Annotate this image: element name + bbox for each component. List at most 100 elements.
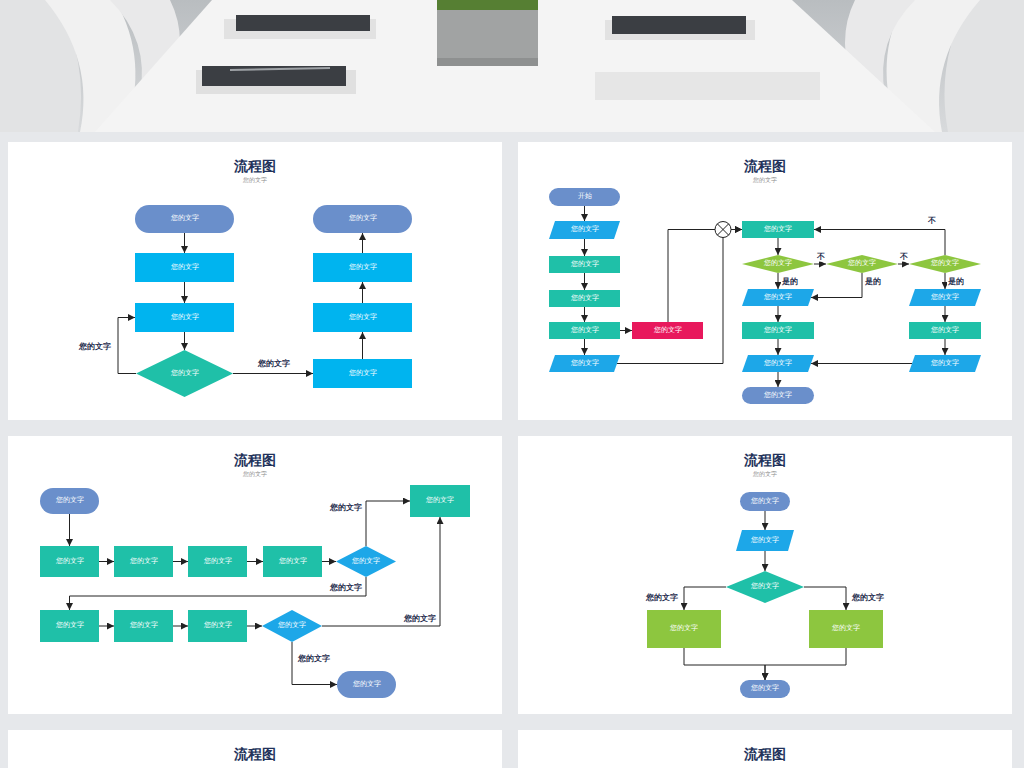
- decision-diamond: 您的文字: [136, 350, 233, 397]
- process-box: 您的文字: [742, 221, 814, 238]
- node-label: 您的文字: [56, 558, 84, 565]
- node-label: 您的文字: [751, 685, 779, 692]
- slide-subtitle: 您的文字: [243, 177, 267, 184]
- decision-diamond: 您的文字: [262, 610, 322, 642]
- terminal-pill: 开始: [549, 188, 620, 206]
- process-box: 您的文字: [549, 256, 620, 273]
- node-label: 您的文字: [670, 625, 698, 632]
- node-label: 您的文字: [931, 260, 959, 267]
- node-label: 您的文字: [571, 327, 599, 334]
- node-label: 您的文字: [931, 294, 959, 301]
- node-label: 您的文字: [751, 537, 779, 544]
- process-box: 您的文字: [40, 546, 99, 577]
- diamond-fill: [262, 610, 322, 642]
- flow-arrow: [620, 330, 632, 331]
- para-fill: [549, 355, 620, 372]
- slide-title: 流程图: [234, 453, 276, 468]
- node-label: 您的文字: [279, 558, 307, 565]
- terminal-pill: 您的文字: [740, 492, 790, 511]
- process-box: 您的文字: [40, 610, 99, 642]
- process-box: 您的文字: [549, 290, 620, 307]
- slide-panel: [518, 142, 1012, 420]
- node-label: 您的文字: [204, 558, 232, 565]
- slide-subtitle: 您的文字: [753, 471, 777, 478]
- para-fill: [909, 289, 981, 306]
- diamond-fill: [742, 255, 814, 273]
- edge-label: 不: [927, 217, 937, 226]
- node-label: 您的文字: [349, 314, 377, 322]
- flow-arrow: [814, 230, 945, 256]
- decision-diamond: 您的文字: [909, 255, 981, 273]
- flow-arrow: [765, 551, 766, 571]
- process-box: 您的文字: [742, 322, 814, 339]
- node-label: 您的文字: [204, 622, 232, 629]
- flow-arrow: [584, 339, 585, 355]
- decision-diamond: 您的文字: [826, 255, 898, 273]
- slide-panel: [8, 142, 502, 420]
- io-parallelogram: 您的文字: [549, 221, 620, 239]
- edge-label: 不: [899, 253, 909, 262]
- diamond-fill: [336, 546, 396, 577]
- process-box: 您的文字: [135, 253, 234, 282]
- node-label: 您的文字: [130, 558, 158, 565]
- process-box: 您的文字: [410, 485, 470, 517]
- flow-arrow: [778, 238, 779, 255]
- node-label: 您的文字: [571, 360, 599, 367]
- node-label: 您的文字: [56, 622, 84, 629]
- slide-title: 流程图: [744, 159, 786, 174]
- terminal-pill: 您的文字: [40, 488, 99, 514]
- flow-arrow: [898, 264, 909, 265]
- edge-label: 您的文字: [78, 343, 112, 352]
- io-parallelogram: 您的文字: [742, 289, 814, 306]
- flow-arrow: [322, 517, 440, 626]
- process-box: 您的文字: [549, 322, 620, 339]
- process-box: 您的文字: [809, 610, 883, 648]
- flow-arrow: [292, 642, 337, 685]
- process-box: 您的文字: [188, 610, 247, 642]
- flow-arrow: [584, 307, 585, 322]
- para-fill: [742, 355, 814, 372]
- process-box: 您的文字: [647, 610, 721, 648]
- office-photo: [0, 0, 1024, 132]
- decision-diamond: 您的文字: [726, 571, 804, 603]
- flow-arrow: [322, 561, 336, 562]
- flow-arrow: [814, 264, 826, 265]
- flow-arrow: [173, 626, 188, 627]
- slide-title: 流程图: [744, 747, 786, 762]
- node-label: 您的文字: [171, 264, 199, 272]
- flow-arrow: [811, 363, 912, 364]
- node-label: 您的文字: [278, 622, 306, 629]
- node-label: 您的文字: [931, 327, 959, 334]
- flow-arrow: [668, 230, 742, 323]
- node-label: 您的文字: [931, 360, 959, 367]
- edge-label: 是的: [947, 278, 965, 287]
- node-label: 您的文字: [571, 295, 599, 302]
- process-box: 您的文字: [313, 253, 412, 282]
- node-label: 您的文字: [171, 215, 199, 223]
- io-parallelogram: 您的文字: [909, 355, 981, 372]
- node-label: 您的文字: [571, 261, 599, 268]
- process-box: 您的文字: [114, 546, 173, 577]
- node-label: 开始: [578, 193, 592, 200]
- flow-arrow: [584, 273, 585, 290]
- flow-arrow: [778, 372, 779, 387]
- slide-title: 流程图: [744, 453, 786, 468]
- node-label: 您的文字: [171, 370, 199, 378]
- terminal-pill: 您的文字: [740, 680, 790, 698]
- slide-title: 流程图: [234, 159, 276, 174]
- summing-junction: [715, 222, 731, 238]
- process-box: 您的文字: [263, 546, 322, 577]
- diamond-fill: [726, 571, 804, 603]
- diamond-fill: [826, 255, 898, 273]
- flow-arrow: [118, 318, 136, 374]
- flow-arrow: [362, 282, 363, 303]
- node-label: 您的文字: [764, 260, 792, 267]
- node-label: 您的文字: [764, 226, 792, 233]
- flow-arrow: [584, 206, 585, 221]
- node-label: 您的文字: [426, 497, 454, 504]
- flow-arrow: [684, 587, 726, 610]
- io-parallelogram: 您的文字: [736, 530, 794, 551]
- node-label: 您的文字: [848, 260, 876, 267]
